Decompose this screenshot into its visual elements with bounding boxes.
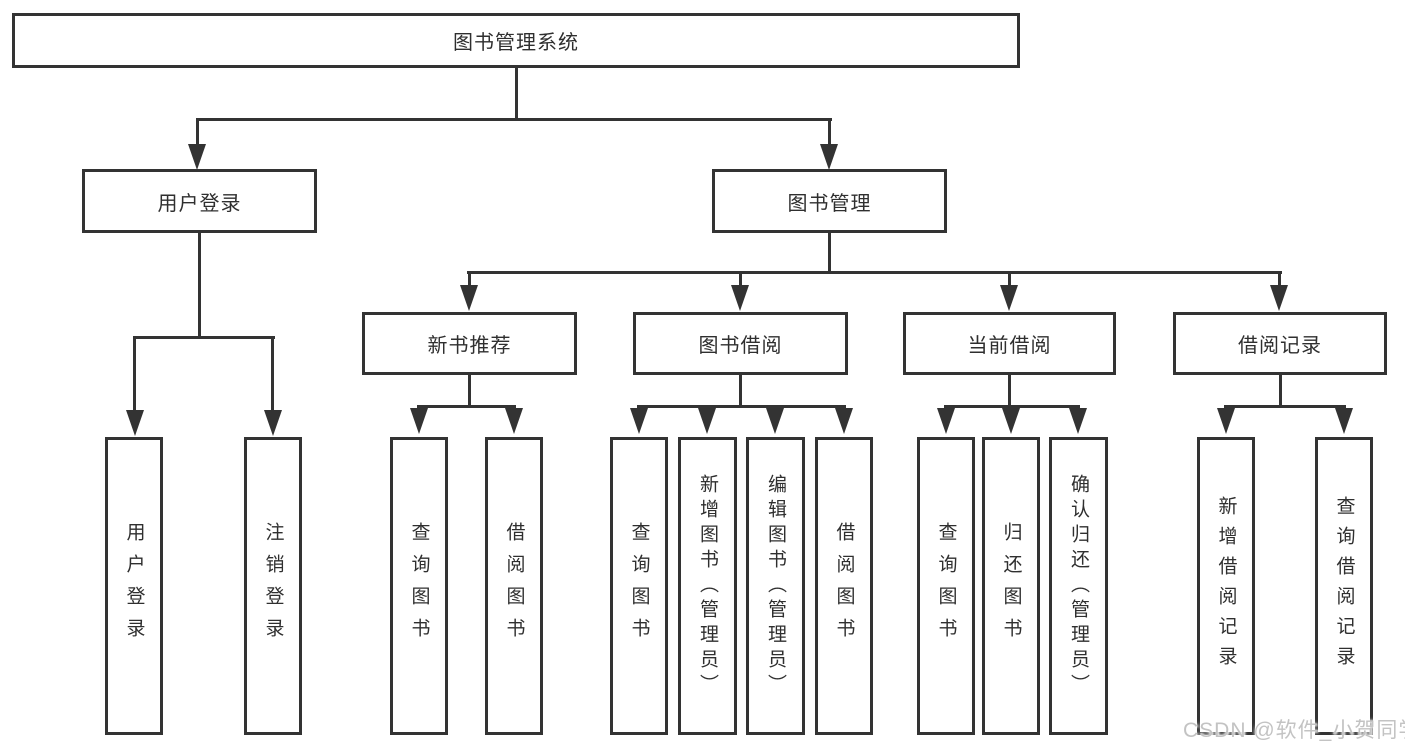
node-user-login: 用户登录 [82, 169, 317, 233]
leaf-logout: 注销登录 [244, 437, 302, 735]
leaf-borrow-books: 借阅图书 [815, 437, 873, 735]
connector-children-bar [1224, 405, 1346, 408]
arrow-down-icon [1335, 408, 1353, 434]
connector-level1-bar [196, 118, 832, 121]
arrow-down-icon [188, 144, 206, 170]
connector-children-bar [637, 405, 846, 408]
leaf-borrow-books: 借阅图书 [485, 437, 543, 735]
leaf-query-books: 查询图书 [610, 437, 668, 735]
connector-arrow-line [739, 271, 742, 288]
connector-arrow-line [133, 336, 136, 412]
connector-arrow-line [828, 118, 831, 148]
connector-arrow-line [1008, 271, 1011, 288]
connector-stem [468, 374, 471, 407]
arrow-down-icon [835, 408, 853, 434]
arrow-down-icon [766, 408, 784, 434]
connector-root-stem [515, 66, 518, 120]
leaf-query-borrow-record: 查询借阅记录 [1315, 437, 1373, 735]
arrow-down-icon [1217, 408, 1235, 434]
leaf-confirm-return-admin: 确认归还（管理员） [1049, 437, 1108, 735]
arrow-down-icon [937, 408, 955, 434]
leaf-add-borrow-record: 新增借阅记录 [1197, 437, 1255, 735]
connector-login-stem [198, 233, 201, 338]
node-new-book-recommend: 新书推荐 [362, 312, 577, 375]
arrow-down-icon [820, 144, 838, 170]
leaf-query-books: 查询图书 [390, 437, 448, 735]
leaf-edit-books-admin: 编辑图书（管理员） [746, 437, 805, 735]
connector-login-bar [133, 336, 275, 339]
connector-arrow-line [1278, 271, 1281, 288]
arrow-down-icon [1002, 408, 1020, 434]
arrow-down-icon [630, 408, 648, 434]
arrow-down-icon [410, 408, 428, 434]
arrow-down-icon [698, 408, 716, 434]
connector-stem [1279, 374, 1282, 407]
leaf-add-books-admin: 新增图书（管理员） [678, 437, 737, 735]
node-current-borrow: 当前借阅 [903, 312, 1116, 375]
arrow-down-icon [460, 285, 478, 311]
arrow-down-icon [1000, 285, 1018, 311]
connector-stem [739, 374, 742, 407]
arrow-down-icon [505, 408, 523, 434]
connector-arrow-line [271, 336, 274, 412]
arrow-down-icon [731, 285, 749, 311]
arrow-down-icon [1069, 408, 1087, 434]
connector-modules-bar [467, 271, 1282, 274]
connector-children-bar [417, 405, 516, 408]
leaf-query-books: 查询图书 [917, 437, 975, 735]
node-borrow-record: 借阅记录 [1173, 312, 1387, 375]
csdn-watermark: CSDN @软件_小贺同学 [1183, 719, 1405, 742]
connector-mgmt-stem [828, 233, 831, 274]
node-book-management: 图书管理 [712, 169, 947, 233]
connector-children-bar [944, 405, 1080, 408]
leaf-user-login: 用户登录 [105, 437, 163, 735]
connector-arrow-line [196, 118, 199, 148]
arrow-down-icon [1270, 285, 1288, 311]
leaf-return-books: 归还图书 [982, 437, 1040, 735]
arrow-down-icon [126, 410, 144, 436]
connector-arrow-line [468, 271, 471, 288]
connector-stem [1008, 374, 1011, 407]
arrow-down-icon [264, 410, 282, 436]
node-book-borrow: 图书借阅 [633, 312, 848, 375]
node-root-system: 图书管理系统 [12, 13, 1020, 68]
